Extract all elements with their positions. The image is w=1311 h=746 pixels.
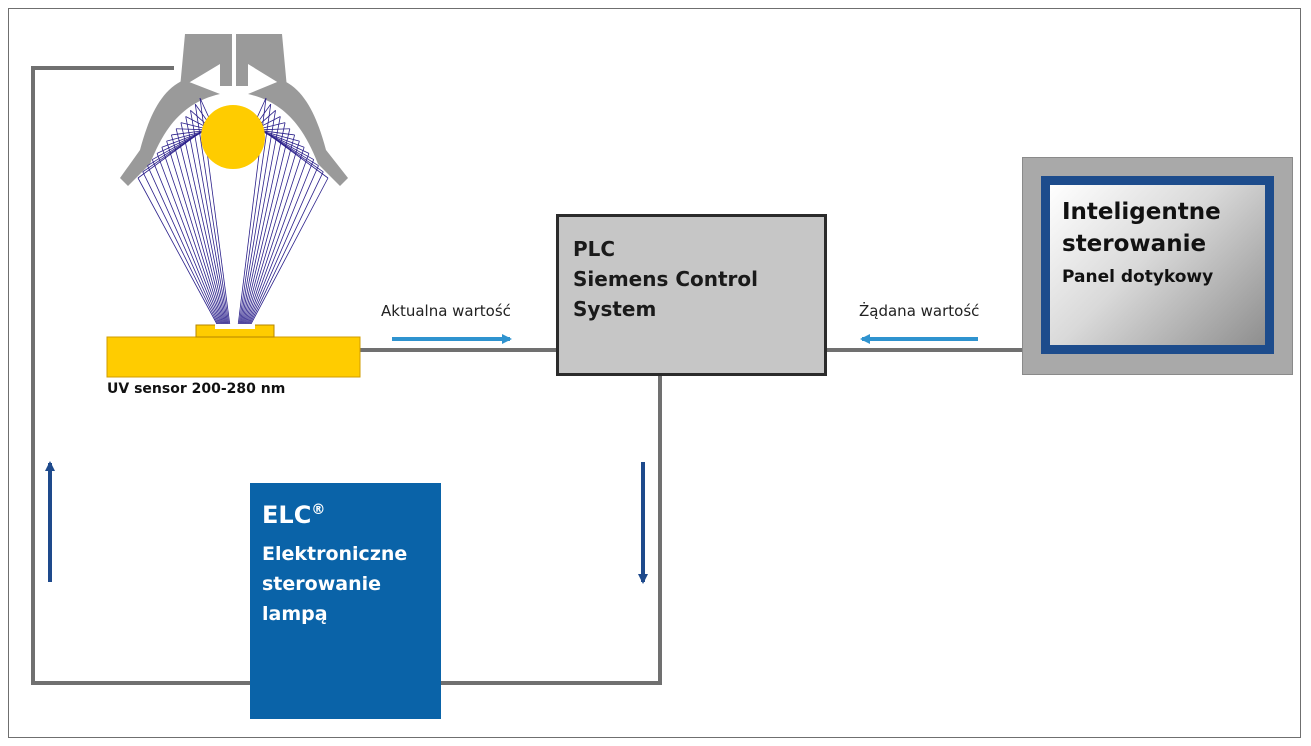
light-ray	[161, 147, 223, 327]
light-ray	[244, 140, 300, 327]
light-ray	[180, 122, 227, 327]
diagram-frame	[8, 8, 1301, 738]
light-ray	[249, 177, 329, 327]
elc-line-2: sterowanie	[262, 573, 382, 595]
light-rays	[137, 97, 329, 327]
panel-line-1: Inteligentne	[1062, 199, 1221, 225]
touch-panel-frame: Inteligentne sterowanie Panel dotykowy	[1041, 176, 1274, 354]
panel-line-3: Panel dotykowy	[1062, 267, 1214, 287]
light-ray	[194, 104, 230, 327]
touch-panel: Inteligentne sterowanie Panel dotykowy	[1022, 157, 1293, 375]
elc-line-1: Elektroniczne	[262, 543, 408, 565]
light-ray	[248, 171, 324, 327]
reflector-stem-left	[180, 34, 232, 88]
light-ray	[175, 128, 226, 327]
light-ray	[151, 159, 222, 327]
uv-lamp-reflector	[120, 34, 348, 327]
light-ray	[156, 153, 223, 327]
light-ray	[241, 122, 286, 327]
light-ray	[190, 110, 229, 327]
light-ray	[239, 110, 276, 327]
elc-title-text: ELC	[262, 501, 312, 529]
feedback-loop-wire	[31, 66, 662, 685]
wires	[31, 66, 1022, 685]
plc-system: System	[573, 297, 657, 321]
light-ray	[240, 116, 281, 327]
registered-mark: ®	[311, 502, 326, 518]
light-ray	[245, 153, 310, 327]
uv-sensor-label: UV sensor 200-280 nm	[107, 381, 286, 397]
panel-line-2: sterowanie	[1062, 231, 1207, 257]
plc-box: PLC Siemens Control System	[556, 214, 827, 376]
light-ray	[142, 171, 220, 327]
light-ray	[246, 159, 315, 327]
reflector-arm-left	[120, 80, 220, 186]
light-ray	[245, 147, 305, 327]
actual-value-label: Aktualna wartość	[381, 302, 511, 320]
plc-title: PLC	[573, 237, 616, 261]
light-ray	[247, 165, 319, 327]
touch-panel-screen: Inteligentne sterowanie Panel dotykowy	[1050, 185, 1265, 345]
light-ray	[242, 128, 291, 327]
uv-bulb	[201, 105, 265, 169]
light-ray	[147, 165, 221, 327]
elc-box: ELC® Elektroniczne sterowanie lampą	[250, 483, 441, 719]
light-ray	[185, 116, 228, 327]
light-ray	[170, 134, 225, 327]
light-ray	[137, 177, 219, 327]
elc-title: ELC®	[262, 501, 325, 529]
reflector-arm-right	[248, 80, 348, 186]
sensor-base	[106, 336, 361, 378]
uv-sensor	[106, 324, 361, 378]
sensor-aperture	[215, 324, 255, 329]
elc-line-3: lampą	[262, 603, 328, 625]
light-ray	[166, 140, 224, 327]
reflector-stem-right	[236, 34, 287, 88]
light-ray	[238, 104, 272, 327]
plc-subtitle: Siemens Control	[573, 267, 759, 291]
target-value-label: Żądana wartość	[859, 302, 980, 320]
light-ray	[243, 134, 296, 327]
